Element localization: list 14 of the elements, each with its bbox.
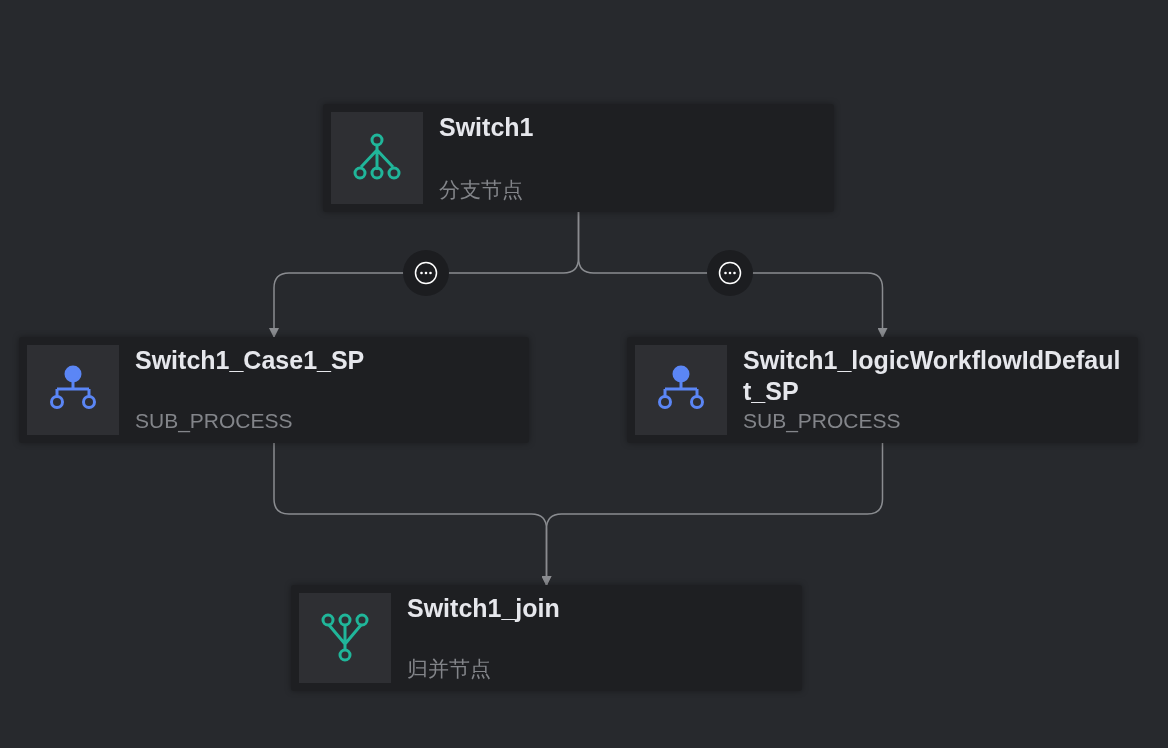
node-subtitle: 分支节点: [439, 177, 524, 203]
node-title: Switch1_Case1_SP: [135, 345, 365, 376]
node-title: Switch1_join: [407, 593, 560, 624]
node-subtitle: 归并节点: [407, 656, 492, 682]
connector-arrow: [541, 442, 884, 586]
node-title: Switch1_logicWorkflowIdDefault_SP: [743, 345, 1122, 407]
node-title: Switch1: [439, 112, 534, 143]
node-card: [323, 104, 834, 212]
node-subtitle: SUB_PROCESS: [135, 408, 294, 435]
node-card: [291, 585, 802, 691]
node-card: [627, 337, 1138, 443]
node-card: [19, 337, 529, 443]
node-subtitle: SUB_PROCESS: [743, 408, 902, 435]
connector-arrow: [577, 211, 888, 338]
